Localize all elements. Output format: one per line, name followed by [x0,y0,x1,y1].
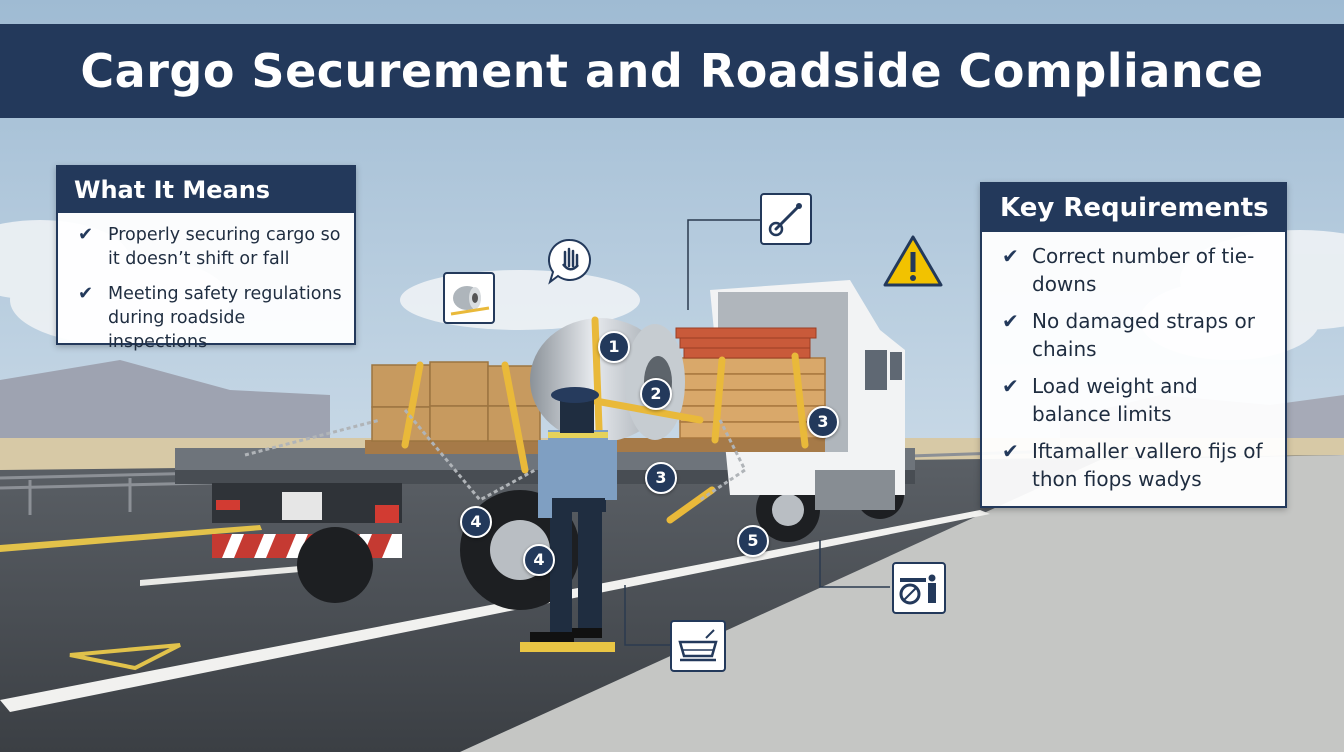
marker-4-wheel: 4 [523,544,555,576]
what-it-means-heading: What It Means [58,167,354,213]
warning-icon [882,234,944,288]
road-triangle [69,643,181,671]
list-item: ✔ Meeting safety regulations during road… [78,283,342,352]
list-item: ✔ No damaged straps or chains [1002,309,1255,361]
check-icon: ✔ [1002,374,1019,398]
marker-5: 5 [737,525,769,557]
list-item: ✔ Correct number of tie-downs [1002,244,1255,296]
list-item: ✔ Load weight and balance limits [1002,374,1198,426]
title-bar: Cargo Securement and Roadside Compliance [0,24,1344,118]
page-title: Cargo Securement and Roadside Compliance [80,44,1264,98]
marker-2: 2 [640,378,672,410]
axle-inspection-icon [892,562,946,614]
steel-coil-icon [443,272,495,324]
mountains [0,360,330,440]
hand-stop-icon [545,236,595,286]
scale-icon [670,620,726,672]
marker-3-deck: 3 [645,462,677,494]
inspector-officer [520,387,617,652]
check-icon: ✔ [78,283,94,304]
what-it-means-panel: What It Means ✔ Properly securing cargo … [56,165,356,352]
wrench-icon [760,193,812,245]
check-icon: ✔ [78,224,94,245]
list-item: ✔ Iftamaller vallero fijs of thon fiops … [1002,439,1263,491]
check-icon: ✔ [1002,244,1019,268]
key-requirements-list: ✔ Correct number of tie-downs ✔ No damag… [982,232,1285,493]
marker-3-lumber: 3 [807,406,839,438]
key-requirements-heading: Key Requirements [982,184,1285,232]
marker-4-chain: 4 [460,506,492,538]
check-icon: ✔ [1002,309,1019,333]
list-item: ✔ Properly securing cargo so it doesn’t … [78,224,341,269]
marker-1: 1 [598,331,630,363]
check-icon: ✔ [1002,439,1019,463]
what-it-means-list: ✔ Properly securing cargo so it doesn’t … [58,213,354,354]
key-requirements-panel: Key Requirements ✔ Correct number of tie… [980,182,1287,508]
